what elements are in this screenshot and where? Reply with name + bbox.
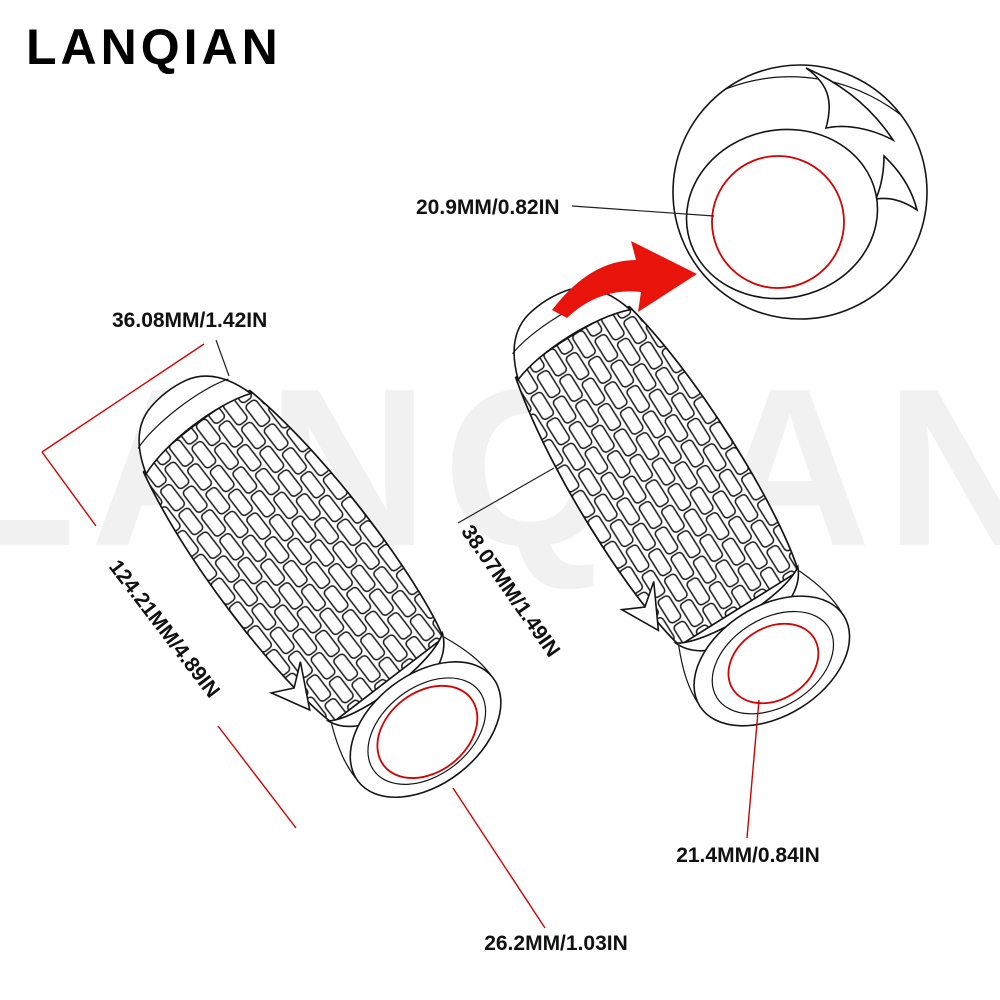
end-face-rim	[711, 610, 835, 715]
grip-end-cap	[138, 375, 253, 476]
detail-texture	[675, 67, 919, 212]
end-cap-groove	[137, 378, 229, 449]
grip-end-face	[349, 661, 502, 799]
dimension-line-length-b	[217, 725, 297, 829]
grip-end-face	[693, 595, 851, 727]
detail-bore-ring	[711, 155, 845, 289]
detail-magnifier-circle	[672, 64, 928, 320]
leader-line-left-diameter	[215, 339, 230, 377]
chevron-notch	[619, 581, 660, 632]
leader-line-right-diameter	[457, 467, 555, 524]
leader-line-left-bore	[452, 787, 546, 929]
texture-wedge	[874, 154, 919, 212]
dimension-line-length-a	[41, 451, 97, 527]
leader-line-right-bore	[746, 699, 760, 839]
label-right-bore: 21.4MM/0.84IN	[676, 844, 820, 867]
leader-line-detail-bore	[571, 205, 715, 217]
brand-logo: LANQIAN	[26, 19, 282, 75]
left-grip	[137, 375, 502, 799]
label-left-bore: 26.2MM/1.03IN	[484, 932, 628, 955]
label-left-outer-diameter: 36.08MM/1.42IN	[112, 309, 267, 332]
grip-bore-ring	[376, 684, 479, 779]
end-face-rim	[367, 677, 487, 785]
witness-line-length-top	[41, 343, 205, 453]
chevron-notch	[268, 661, 311, 712]
grip-bore-ring	[727, 622, 820, 705]
label-detail-bore: 20.9MM/0.82IN	[416, 196, 560, 219]
texture-wedge	[805, 67, 896, 143]
zoom-arrow-icon	[552, 241, 697, 318]
